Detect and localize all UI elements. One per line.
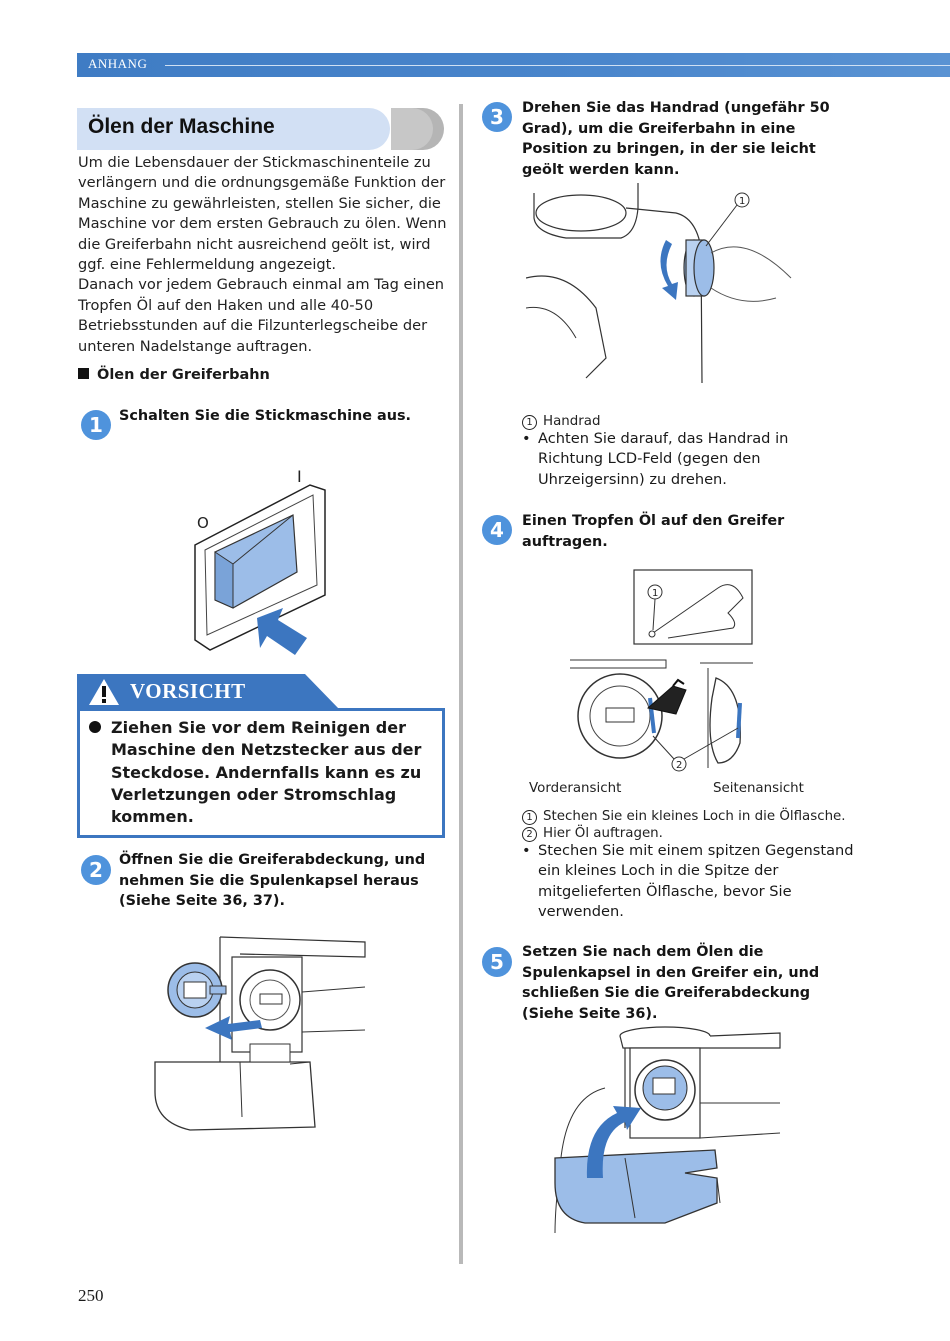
intro-text: Um die Lebensdauer der Stickmaschinentei…: [78, 153, 448, 357]
section-title: Ölen der Maschine: [88, 115, 275, 138]
caution-box: [77, 708, 445, 838]
view-label-side: Seitenansicht: [713, 781, 804, 796]
step3-legend-1-text: Handrad: [543, 414, 601, 429]
step3-bullet: • Achten Sie darauf, das Handrad in Richt…: [522, 429, 838, 490]
caution-header: [77, 674, 339, 709]
section-title-background: [77, 108, 390, 150]
caution-title: VORSICHT: [130, 679, 246, 703]
legend-number-1: 1: [522, 810, 537, 825]
column-divider: [459, 104, 463, 1264]
intro-paragraph-1: Um die Lebensdauer der Stickmaschinentei…: [78, 154, 447, 274]
step-text-1: Schalten Sie die Stickmaschine aus.: [119, 408, 412, 424]
switch-off-label: O: [197, 514, 209, 532]
step4-legend-1: 1 Stechen Sie ein kleines Loch in die Ölf…: [522, 808, 846, 826]
header-label: ANHANG: [88, 56, 148, 71]
caution-text: Ziehen Sie vor dem Reinigen der Maschine…: [111, 718, 422, 827]
step4-legend-2-text: Hier Öl auftragen.: [543, 826, 663, 841]
svg-text:1: 1: [739, 196, 745, 207]
svg-text:1: 1: [652, 588, 658, 599]
step-number-2: 2: [81, 855, 111, 885]
step4-bullet-text: Stechen Sie mit einem spitzen Gegenstand…: [538, 842, 854, 921]
oiling-illustration: 1 2: [570, 569, 753, 772]
step4-legend-1-text: Stechen Sie ein kleines Loch in die Ölfl…: [543, 809, 846, 824]
subheading-text: Ölen der Greiferbahn: [97, 367, 270, 383]
warning-triangle-icon: [89, 679, 119, 705]
bullet-dot-icon: •: [522, 842, 531, 859]
intro-paragraph-2: Danach vor jedem Gebrauch einmal am Tag …: [78, 276, 445, 355]
step-text-4: Einen Tropfen Öl auf den Greifer auftrag…: [522, 513, 785, 550]
step-number-5: 5: [482, 947, 512, 977]
step4-bullet: • Stechen Sie mit einem spitzen Gegenstan…: [522, 841, 868, 923]
subheading: Ölen der Greiferbahn: [78, 367, 270, 383]
handwheel-illustration: 1: [526, 183, 792, 384]
step-number-1: 1: [81, 410, 111, 440]
bullet-dot-icon: •: [522, 430, 531, 447]
bobbin-case-insert-illustration: [554, 1026, 781, 1234]
section-tab-decoration: [391, 108, 433, 150]
square-bullet-icon: [78, 368, 89, 379]
header-rule: [165, 65, 950, 66]
view-label-front: Vorderansicht: [529, 781, 622, 796]
step3-legend-1: 1 Handrad: [522, 413, 600, 431]
step4-legend-2: 2 Hier Öl auftragen.: [522, 825, 663, 843]
bobbin-case-removal-illustration: [154, 936, 366, 1131]
power-switch-illustration: I O: [194, 467, 326, 655]
step-number-4: 4: [482, 515, 512, 545]
svg-text:2: 2: [676, 760, 682, 771]
caution-bullet-icon: [89, 721, 101, 733]
step3-bullet-text: Achten Sie darauf, das Handrad in Richtu…: [538, 430, 789, 488]
page-number: 250: [78, 1286, 104, 1305]
step-number-3: 3: [482, 102, 512, 132]
step-text-5: Setzen Sie nach dem Ölen die Spulenkapse…: [522, 944, 820, 1022]
legend-number-1: 1: [522, 415, 537, 430]
switch-on-label: I: [297, 467, 302, 486]
legend-number-2: 2: [522, 827, 537, 842]
step-text-3: Drehen Sie das Handrad (ungefähr 50 Grad…: [522, 100, 830, 178]
step-text-2: Öffnen Sie die Greiferabdeckung, und neh…: [119, 852, 426, 910]
